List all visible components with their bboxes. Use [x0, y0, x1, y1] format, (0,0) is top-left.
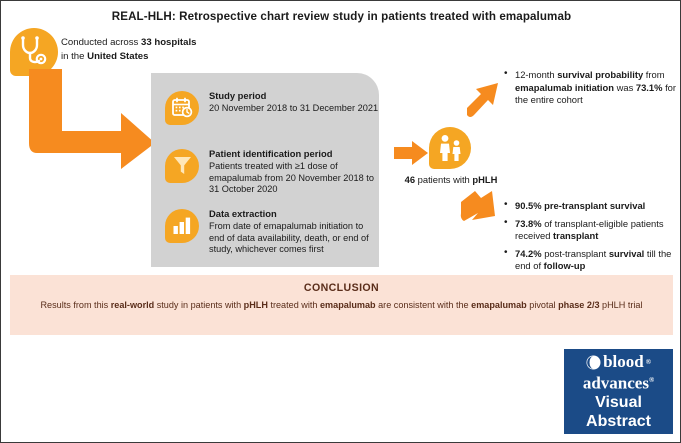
panel-text: Patient identification period Patients t…: [209, 148, 379, 196]
panel-body: From date of emapalumab initiation to en…: [209, 221, 369, 255]
conclusion-band: CONCLUSION Results from this real-world …: [10, 275, 673, 335]
outcomes-bottom-list: 90.5% pre-transplant survival 73.8% of t…: [504, 199, 676, 278]
conclusion-title: CONCLUSION: [303, 282, 380, 294]
patients-badge: [429, 127, 471, 169]
bar-chart-icon: [173, 217, 191, 234]
bar-chart-badge: [165, 209, 199, 243]
panel-text: Study period 20 November 2018 to 31 Dece…: [209, 90, 379, 115]
elbow-arrow-icon: [29, 69, 155, 169]
list-item: 74.2% post-transplant survival till the …: [504, 247, 676, 273]
calendar-clock-badge: [165, 91, 199, 125]
outcome-text: 90.5% pre-transplant survival: [515, 200, 646, 211]
funnel-badge: [165, 149, 199, 183]
patients-icon: [440, 135, 461, 161]
logo-line-4: Abstract: [586, 412, 651, 430]
conclusion-body: Results from this real-world study in pa…: [40, 300, 643, 310]
logo-word-advances: advances: [582, 373, 649, 393]
logo-line-3: Visual: [595, 393, 642, 411]
stethoscope-icon: [21, 36, 47, 65]
badge-blob: [165, 91, 199, 125]
badge-blob: [429, 127, 471, 169]
panel-body: 20 November 2018 to 31 December 2021: [209, 103, 379, 113]
logo-registered-mark: ®: [645, 358, 651, 366]
panel-body: Patients treated with ≥1 dose of emapalu…: [209, 161, 374, 195]
intro-text: Conducted across 33 hospitals in the Uni…: [61, 36, 236, 64]
stethoscope-badge: [10, 28, 58, 76]
cohort-count: 46: [404, 174, 416, 185]
list-item: 12-month survival probability from emapa…: [504, 68, 677, 107]
outcomes-top-list: 12-month survival probability from emapa…: [504, 68, 677, 112]
list-item: 73.8% of transplant-eligible patients re…: [504, 217, 676, 243]
panel-heading: Patient identification period: [209, 148, 333, 159]
logo-line-2: advances®: [564, 371, 673, 393]
intro-line2-pre: in the: [61, 51, 88, 62]
panel-heading: Data extraction: [209, 208, 277, 219]
cohort-caption-rest: patients with: [415, 174, 473, 185]
calendar-clock-icon: [172, 97, 193, 118]
blood-drop-icon: [586, 355, 601, 369]
page-title: REAL-HLH: Retrospective chart review stu…: [111, 10, 572, 23]
arrow-up-right-icon: [467, 83, 498, 117]
blood-advances-logo: blood® advances® Visual Abstract: [564, 349, 673, 434]
logo-registered-mark-2: ®: [648, 376, 655, 384]
cohort-caption: 46 patients with pHLH: [391, 174, 511, 185]
intro-line1-bold: 33 hospitals: [141, 37, 197, 48]
outcome-text: 12-month survival probability from emapa…: [515, 69, 677, 106]
funnel-icon: [174, 157, 191, 174]
list-item: 90.5% pre-transplant survival: [504, 199, 676, 213]
study-design-panel: Study period 20 November 2018 to 31 Dece…: [151, 73, 379, 267]
intro-line2-bold: United States: [87, 51, 149, 62]
panel-heading: Study period: [209, 90, 267, 101]
cohort-caption-bold: pHLH: [472, 174, 498, 185]
arrow-down-right-icon: [460, 191, 495, 221]
logo-word-blood: blood: [603, 352, 644, 371]
outcome-text: 74.2% post-transplant survival till the …: [515, 247, 672, 272]
outcome-text: 73.8% of transplant-eligible patients re…: [515, 217, 664, 242]
intro-line1-pre: Conducted across: [61, 37, 141, 48]
logo-line-1: blood®: [564, 353, 673, 371]
panel-text: Data extraction From date of emapalumab …: [209, 208, 379, 256]
right-arrow-icon: [394, 141, 428, 165]
